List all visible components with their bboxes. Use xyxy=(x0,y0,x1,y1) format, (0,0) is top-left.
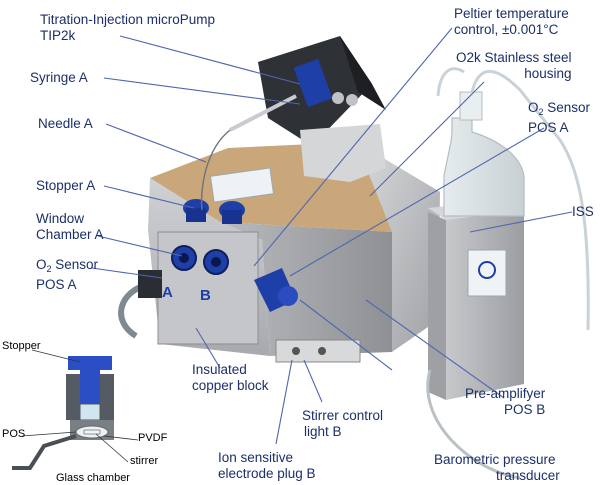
needle-a-line xyxy=(200,129,231,211)
label-window-chamber-a: Window Chamber A xyxy=(36,211,104,242)
inset-label-glass-chamber: Glass chamber xyxy=(56,472,130,484)
label-o2-sensor-pos-a-left: O2 Sensor POS A xyxy=(36,257,99,292)
inset-label-pvdf: PVDF xyxy=(138,432,168,444)
iss-box-body xyxy=(446,210,524,400)
leader-lines xyxy=(91,27,573,445)
chamber-inset-diagram xyxy=(12,349,139,470)
label-chamber-letter-b: B xyxy=(200,287,211,304)
o2k-housing-right xyxy=(356,142,440,352)
label-barometric-pressure: Barometric pressure transducer xyxy=(434,452,560,483)
label-o2-sensor-pos-a-right: O2 Sensor POS A xyxy=(528,100,591,135)
inset-label-pos: POS xyxy=(2,428,26,440)
label-pre-amplifyer: Pre-amplifyer POS B xyxy=(464,386,546,417)
label-iss: ISS xyxy=(572,204,594,219)
label-tip2k: Titration-Injection microPump TIP2k xyxy=(40,12,216,43)
label-needle-a: Needle A xyxy=(38,116,93,131)
label-chamber-letter-a: A xyxy=(162,284,173,301)
label-insulated-copper-block: Insulated copper block xyxy=(192,362,269,393)
label-stopper-a: Stopper A xyxy=(36,178,96,193)
inset-label-stopper: Stopper xyxy=(2,340,41,352)
label-syringe-a: Syringe A xyxy=(30,70,88,85)
inset-label-stirrer: stirrer xyxy=(130,455,159,467)
label-housing: O2k Stainless steel housing xyxy=(456,50,572,81)
label-ion-sensitive-electrode: Ion sensitive electrode plug B xyxy=(218,450,316,481)
label-stirrer-control-light: Stirrer control light B xyxy=(302,408,384,439)
o2k-housing-front-right xyxy=(220,222,392,356)
label-peltier: Peltier temperature control, ±0.001°C xyxy=(454,6,569,37)
iss-bottle xyxy=(443,117,525,217)
